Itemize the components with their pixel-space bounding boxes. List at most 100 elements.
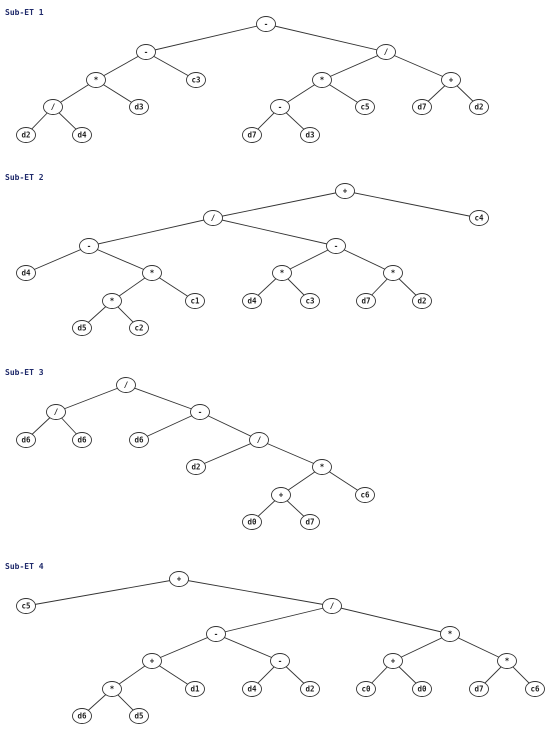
tree-edge: [335, 245, 394, 274]
node-label: *: [391, 269, 396, 278]
tree-edge: [331, 605, 451, 635]
tree-node: /: [43, 99, 63, 115]
node-label: d6: [21, 436, 31, 445]
node-label: +: [279, 491, 284, 500]
node-label: c3: [305, 297, 315, 306]
tree-node: d6: [72, 708, 92, 724]
node-ellipse: [203, 210, 223, 226]
node-ellipse: [46, 404, 66, 420]
tree-node: +: [169, 571, 189, 587]
node-label: c5: [21, 602, 30, 611]
tree-edge: [195, 439, 260, 468]
tree-edge: [199, 411, 260, 441]
tree-node: d4: [16, 265, 36, 281]
node-ellipse: [116, 377, 136, 393]
node-label: d4: [247, 297, 257, 306]
node-label: d7: [305, 518, 314, 527]
node-ellipse: [142, 653, 162, 669]
node-label: +: [391, 657, 396, 666]
node-label: d7: [247, 131, 256, 140]
tree-edge: [344, 190, 480, 219]
node-label: c5: [360, 103, 369, 112]
node-label: +: [177, 575, 182, 584]
node-ellipse: [441, 72, 461, 88]
tree-edge: [449, 633, 508, 662]
node-label: d2: [474, 103, 483, 112]
node-label: c3: [191, 76, 201, 85]
section-title: Sub-ET 1: [5, 8, 44, 17]
tree-edge: [138, 411, 201, 441]
node-ellipse: [356, 681, 376, 697]
node-label: d3: [134, 103, 144, 112]
tree-edge: [392, 633, 451, 662]
tree-node: d6: [72, 432, 92, 448]
node-label: *: [94, 76, 99, 85]
tree-edge: [25, 245, 90, 274]
tree-node: d7: [300, 514, 320, 530]
node-ellipse: [185, 681, 205, 697]
tree-node: /: [249, 432, 269, 448]
node-label: -: [334, 242, 339, 251]
node-label: d2: [417, 297, 426, 306]
tree-node: *: [102, 293, 122, 309]
tree-edge: [125, 384, 201, 413]
node-ellipse: [185, 293, 205, 309]
node-label: +: [343, 187, 348, 196]
tree-edge: [55, 384, 127, 413]
tree-node: *: [497, 653, 517, 669]
tree-node: *: [86, 72, 106, 88]
tree-node: d0: [242, 514, 262, 530]
node-label: c2: [134, 324, 143, 333]
node-ellipse: [497, 653, 517, 669]
node-label: d2: [305, 685, 314, 694]
tree-node: -: [326, 238, 346, 254]
node-label: /: [257, 436, 262, 445]
tree-node: /: [203, 210, 223, 226]
node-label: -: [144, 48, 149, 57]
node-ellipse: [356, 293, 376, 309]
tree-node: c3: [186, 72, 206, 88]
node-ellipse: [242, 681, 262, 697]
section-title: Sub-ET 4: [5, 562, 44, 571]
tree-edge: [281, 245, 337, 274]
tree-node: d2: [300, 681, 320, 697]
tree-edge: [145, 51, 197, 81]
node-label: d5: [134, 712, 143, 721]
tree-node: +: [441, 72, 461, 88]
tree-node: d3: [300, 127, 320, 143]
tree-node: d4: [242, 293, 262, 309]
node-label: -: [214, 630, 219, 639]
tree-edge: [145, 23, 267, 53]
tree-node: d5: [129, 708, 149, 724]
node-label: *: [110, 297, 115, 306]
node-label: /: [54, 408, 59, 417]
tree-node: *: [440, 626, 460, 642]
tree-node: +: [271, 487, 291, 503]
tree-node: *: [142, 265, 162, 281]
node-ellipse: [129, 320, 149, 336]
node-ellipse: [72, 320, 92, 336]
node-ellipse: [186, 72, 206, 88]
tree-edge: [215, 605, 333, 635]
tree-node: +: [142, 653, 162, 669]
tree-node: -: [136, 44, 156, 60]
tree-edge: [258, 439, 323, 468]
node-label: /: [211, 214, 216, 223]
node-label: d1: [190, 685, 200, 694]
node-label: /: [51, 103, 56, 112]
node-ellipse: [326, 238, 346, 254]
node-label: -: [264, 20, 269, 29]
tree-edge: [215, 633, 281, 662]
node-label: d4: [77, 131, 87, 140]
node-label: *: [320, 463, 325, 472]
tree-node: d2: [469, 99, 489, 115]
node-label: d7: [361, 297, 370, 306]
node-ellipse: [300, 514, 320, 530]
tree-edge: [212, 217, 337, 247]
node-ellipse: [16, 265, 36, 281]
tree-edge: [88, 245, 153, 274]
node-label: *: [150, 269, 155, 278]
